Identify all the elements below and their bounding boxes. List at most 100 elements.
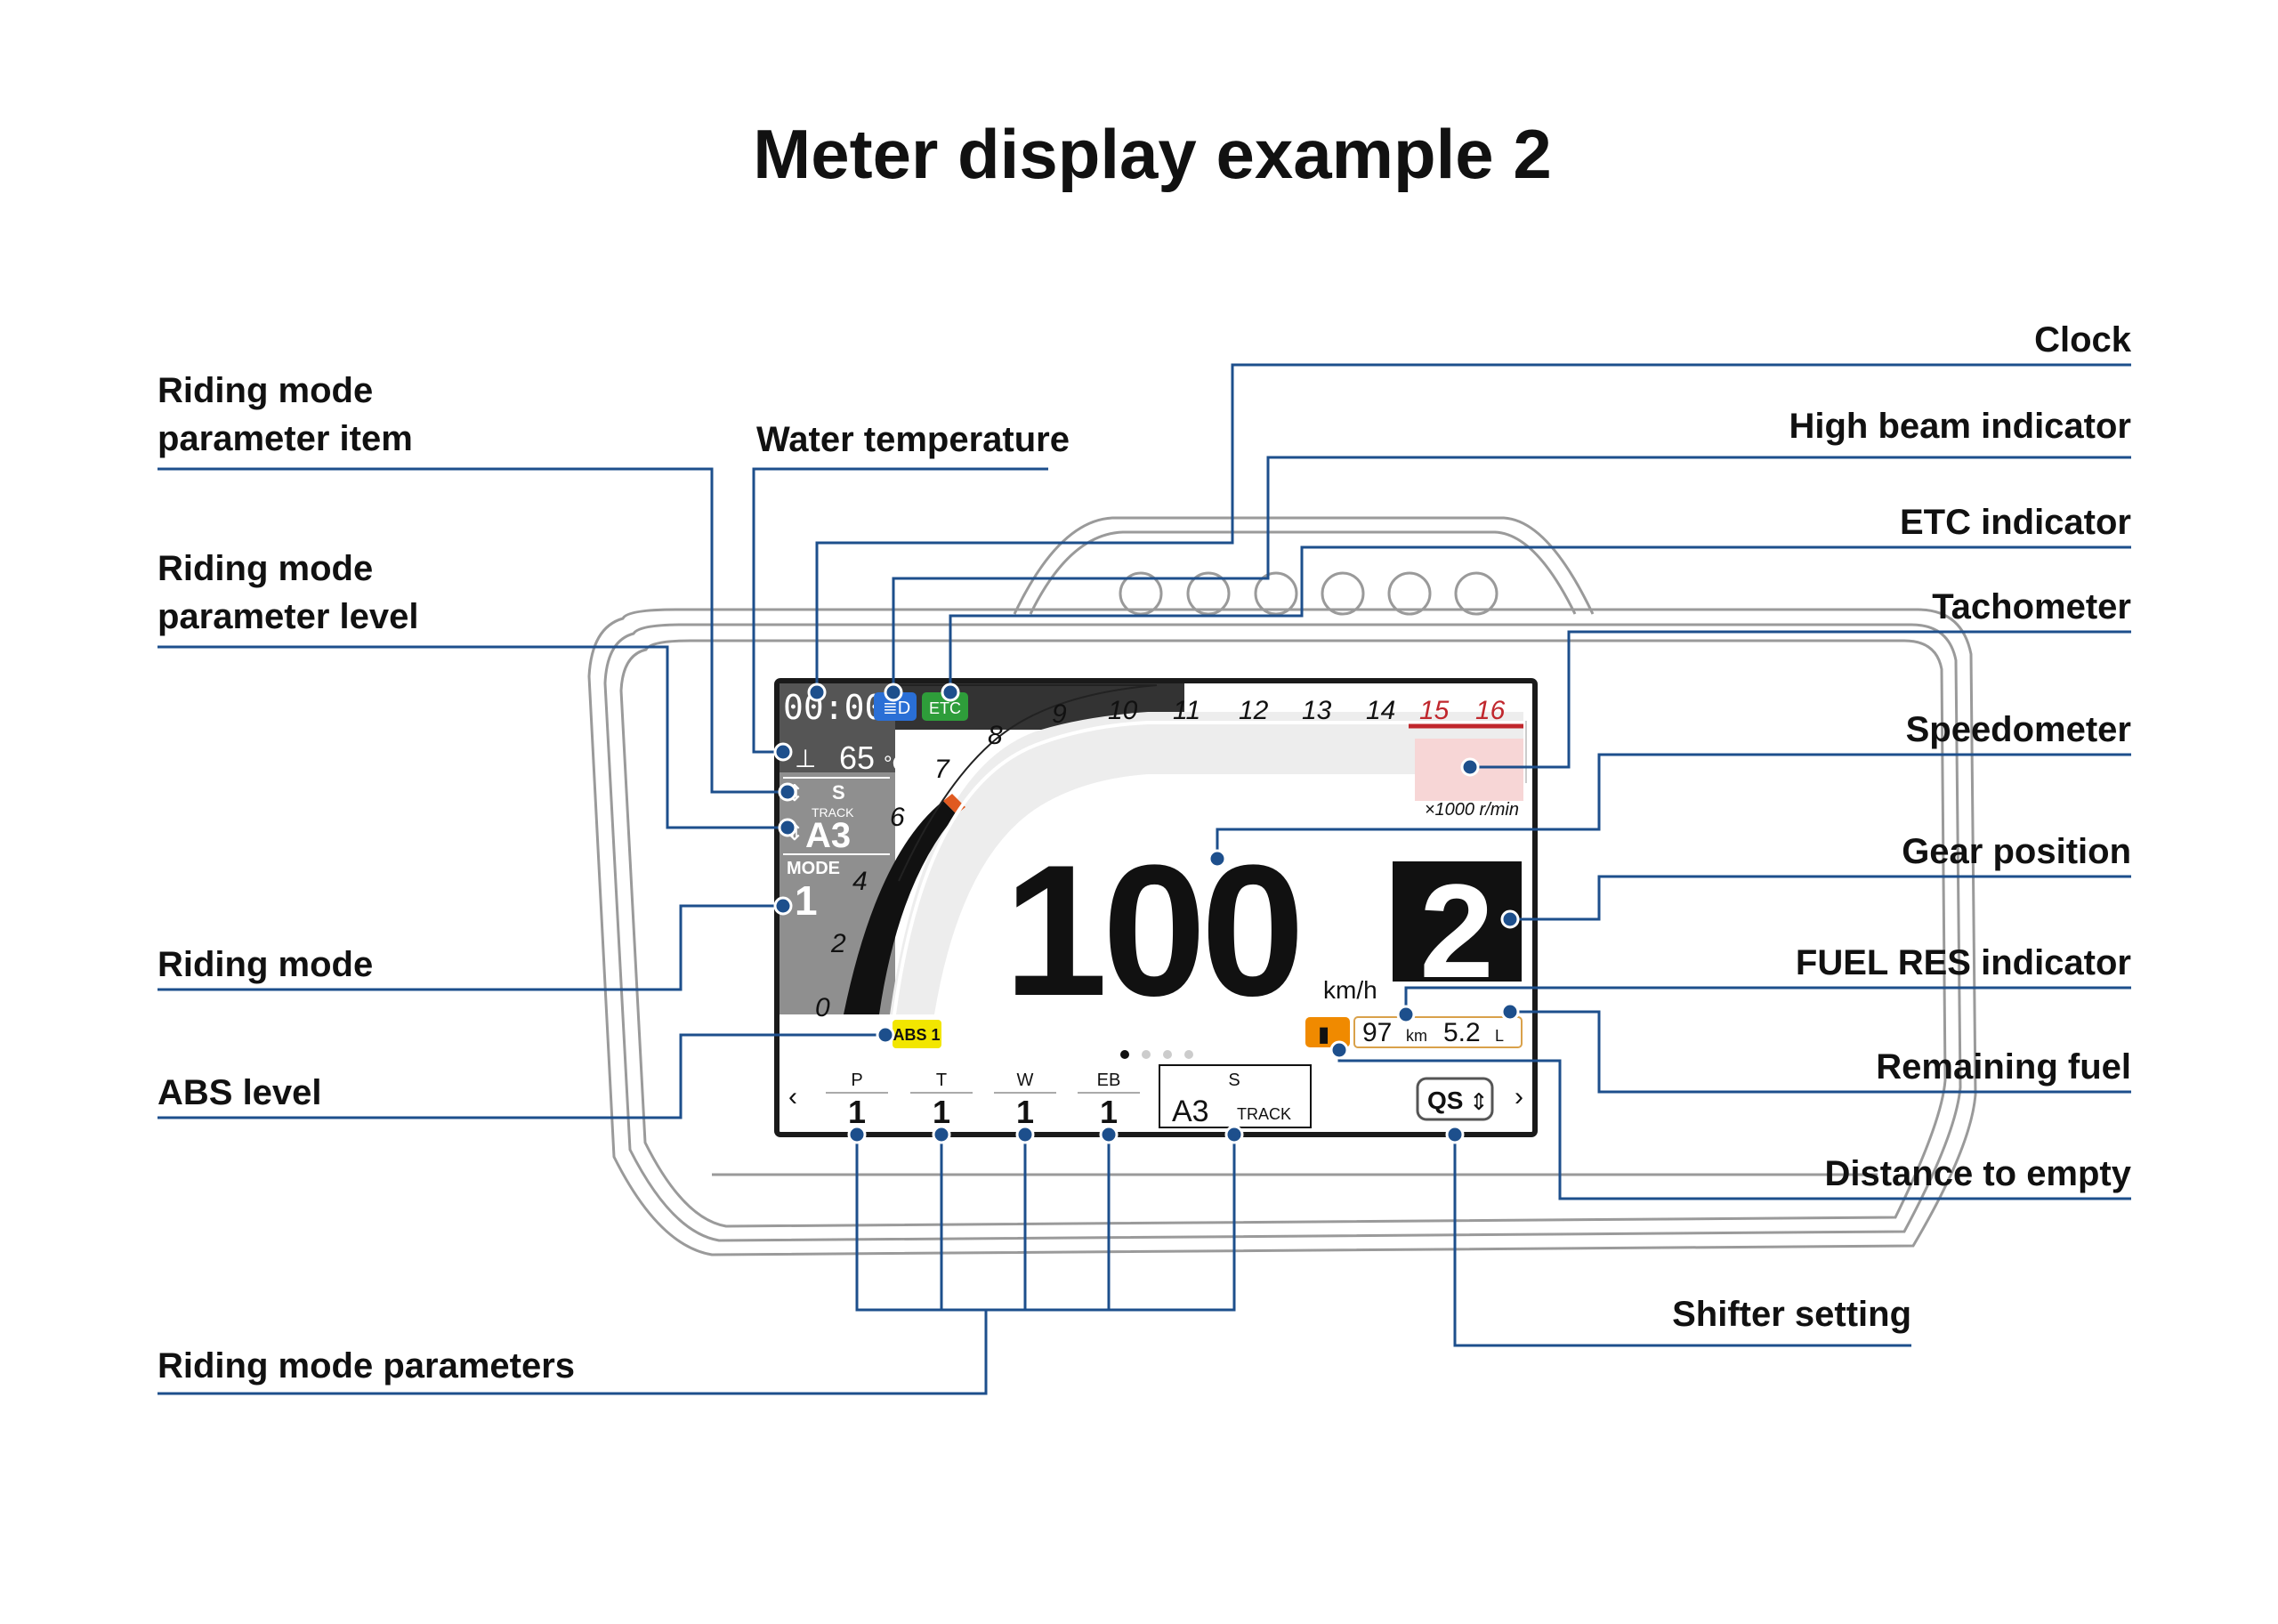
meter-housing bbox=[587, 516, 1977, 1256]
tachometer-bar bbox=[844, 801, 957, 1014]
s-param-label: S bbox=[1228, 1071, 1240, 1090]
abs-badge bbox=[893, 1020, 941, 1048]
param-level-value: A3 bbox=[805, 816, 851, 855]
tick-7: 7 bbox=[934, 755, 950, 784]
callout-water-temperature: Water temperature bbox=[752, 420, 1070, 762]
tick-9: 9 bbox=[1052, 699, 1067, 729]
param-value-w: 1 bbox=[1016, 1094, 1034, 1130]
tick-16: 16 bbox=[1475, 696, 1506, 725]
nav-left-icon: ‹ bbox=[788, 1082, 797, 1111]
callout-label-line2: parameter level bbox=[158, 597, 419, 636]
tachometer-scale: 0 2 4 6 7 8 9 10 11 12 13 14 15 16 bbox=[815, 696, 1506, 1022]
tick-11: 11 bbox=[1173, 696, 1200, 725]
param-label-w: W bbox=[1017, 1071, 1034, 1090]
callout-label: Riding mode parameters bbox=[158, 1346, 575, 1386]
mode-value: 1 bbox=[795, 877, 818, 924]
nav-right-icon: › bbox=[1515, 1082, 1523, 1111]
callout-riding-mode: Riding mode bbox=[158, 896, 793, 991]
callout-shifter-setting: Shifter setting bbox=[1445, 1125, 1911, 1347]
distance-unit: km bbox=[1406, 1027, 1427, 1045]
callout-riding-mode-parameter-level: Riding mode parameter level bbox=[158, 549, 797, 837]
callout-etc-indicator: ETC indicator bbox=[941, 503, 2131, 702]
remaining-fuel-value: 5.2 bbox=[1443, 1018, 1481, 1047]
callout-riding-mode-parameter-item: Riding mode parameter item bbox=[158, 371, 797, 802]
distance-to-empty-value: 97 bbox=[1362, 1018, 1392, 1047]
param-label-p: P bbox=[851, 1071, 862, 1090]
fuel-pump-glyph: ▮ bbox=[1318, 1022, 1329, 1046]
tick-15: 15 bbox=[1419, 696, 1450, 725]
mode-label: MODE bbox=[787, 859, 840, 878]
callout-label-line1: Riding mode bbox=[158, 549, 373, 588]
tick-10: 10 bbox=[1108, 696, 1138, 725]
callout-label-line2: parameter item bbox=[158, 419, 413, 458]
callout-speedometer: Speedometer bbox=[1208, 710, 2131, 869]
fuel-res-icon bbox=[1305, 1017, 1350, 1047]
tick-8: 8 bbox=[988, 721, 1003, 750]
tick-0: 0 bbox=[815, 993, 830, 1022]
callout-label: High beam indicator bbox=[1789, 407, 2132, 446]
qs-box bbox=[1416, 1077, 1494, 1121]
indicator-lamp-6 bbox=[1454, 571, 1498, 616]
tick-4: 4 bbox=[852, 867, 868, 896]
speed-value: 100 bbox=[1004, 826, 1299, 1035]
water-temp-unit: °C bbox=[884, 752, 908, 776]
high-beam-symbol: ≣D bbox=[883, 699, 910, 718]
indicator-lamp-4 bbox=[1321, 571, 1365, 616]
s-param-value: A3 bbox=[1172, 1095, 1209, 1128]
qs-label: QS bbox=[1427, 1087, 1463, 1114]
water-temp-icon: ⊥ bbox=[795, 745, 816, 772]
high-beam-icon bbox=[874, 692, 917, 721]
param-level-track: TRACK bbox=[812, 805, 854, 820]
callout-gear-position: Gear position bbox=[1500, 832, 2131, 929]
callout-distance-to-empty: Distance to empty bbox=[1329, 1040, 2132, 1200]
tachometer-sweep bbox=[890, 712, 1523, 1014]
indicator-lamp-3 bbox=[1254, 571, 1298, 616]
page-dot-active bbox=[1120, 1050, 1129, 1059]
page-title: Meter display example 2 bbox=[753, 115, 1551, 193]
tick-13: 13 bbox=[1302, 696, 1332, 725]
callout-label: Gear position bbox=[1902, 832, 2131, 871]
tick-2: 2 bbox=[830, 929, 846, 958]
water-temp-value: 65 bbox=[839, 739, 875, 776]
callout-label: Distance to empty bbox=[1824, 1154, 2131, 1193]
qs-arrows-icon: ⇕ bbox=[1469, 1088, 1489, 1115]
callout-label: ETC indicator bbox=[1900, 503, 2131, 542]
callout-riding-mode-parameters: Riding mode parameters bbox=[158, 1125, 1244, 1395]
callout-remaining-fuel: Remaining fuel bbox=[1500, 1002, 2131, 1094]
abs-value: ABS 1 bbox=[893, 1026, 940, 1044]
callout-label: Riding mode bbox=[158, 945, 373, 984]
tick-6: 6 bbox=[890, 803, 905, 832]
callout-label: Speedometer bbox=[1906, 710, 2131, 749]
page-dot bbox=[1184, 1050, 1193, 1059]
speed-unit: km/h bbox=[1323, 976, 1377, 1004]
callout-label: Water temperature bbox=[756, 420, 1070, 459]
param-item-value: S bbox=[832, 781, 845, 804]
page-dot bbox=[1163, 1050, 1172, 1059]
tick-14: 14 bbox=[1366, 696, 1395, 725]
s-param-track: TRACK bbox=[1237, 1105, 1291, 1123]
page-dot bbox=[1142, 1050, 1151, 1059]
param-value-t: 1 bbox=[933, 1094, 950, 1130]
etc-icon bbox=[922, 692, 968, 721]
etc-label: ETC bbox=[929, 699, 961, 717]
callout-tachometer: Tachometer bbox=[1460, 587, 2131, 777]
gear-box bbox=[1393, 861, 1522, 982]
gear-value: 2 bbox=[1419, 856, 1493, 1006]
indicator-lamp-1 bbox=[1119, 571, 1163, 616]
tick-12: 12 bbox=[1239, 696, 1269, 725]
callout-label: Shifter setting bbox=[1672, 1295, 1911, 1334]
indicator-lamp-2 bbox=[1186, 571, 1231, 616]
param-label-eb: EB bbox=[1097, 1071, 1121, 1090]
fuel-unit: L bbox=[1495, 1027, 1504, 1045]
callout-label: Clock bbox=[2034, 320, 2132, 360]
callout-label: Tachometer bbox=[1932, 587, 2131, 626]
indicator-lamp-5 bbox=[1387, 571, 1432, 616]
callout-high-beam-indicator: High beam indicator bbox=[884, 407, 2132, 702]
callout-label: FUEL RES indicator bbox=[1796, 943, 2131, 982]
param-label-t: T bbox=[936, 1071, 947, 1090]
callout-fuel-res-indicator: FUEL RES indicator bbox=[1396, 943, 2131, 1024]
callout-abs-level: ABS level bbox=[158, 1025, 895, 1119]
callout-label: Remaining fuel bbox=[1876, 1047, 2131, 1087]
clock-readout: 00:00 bbox=[783, 688, 885, 727]
